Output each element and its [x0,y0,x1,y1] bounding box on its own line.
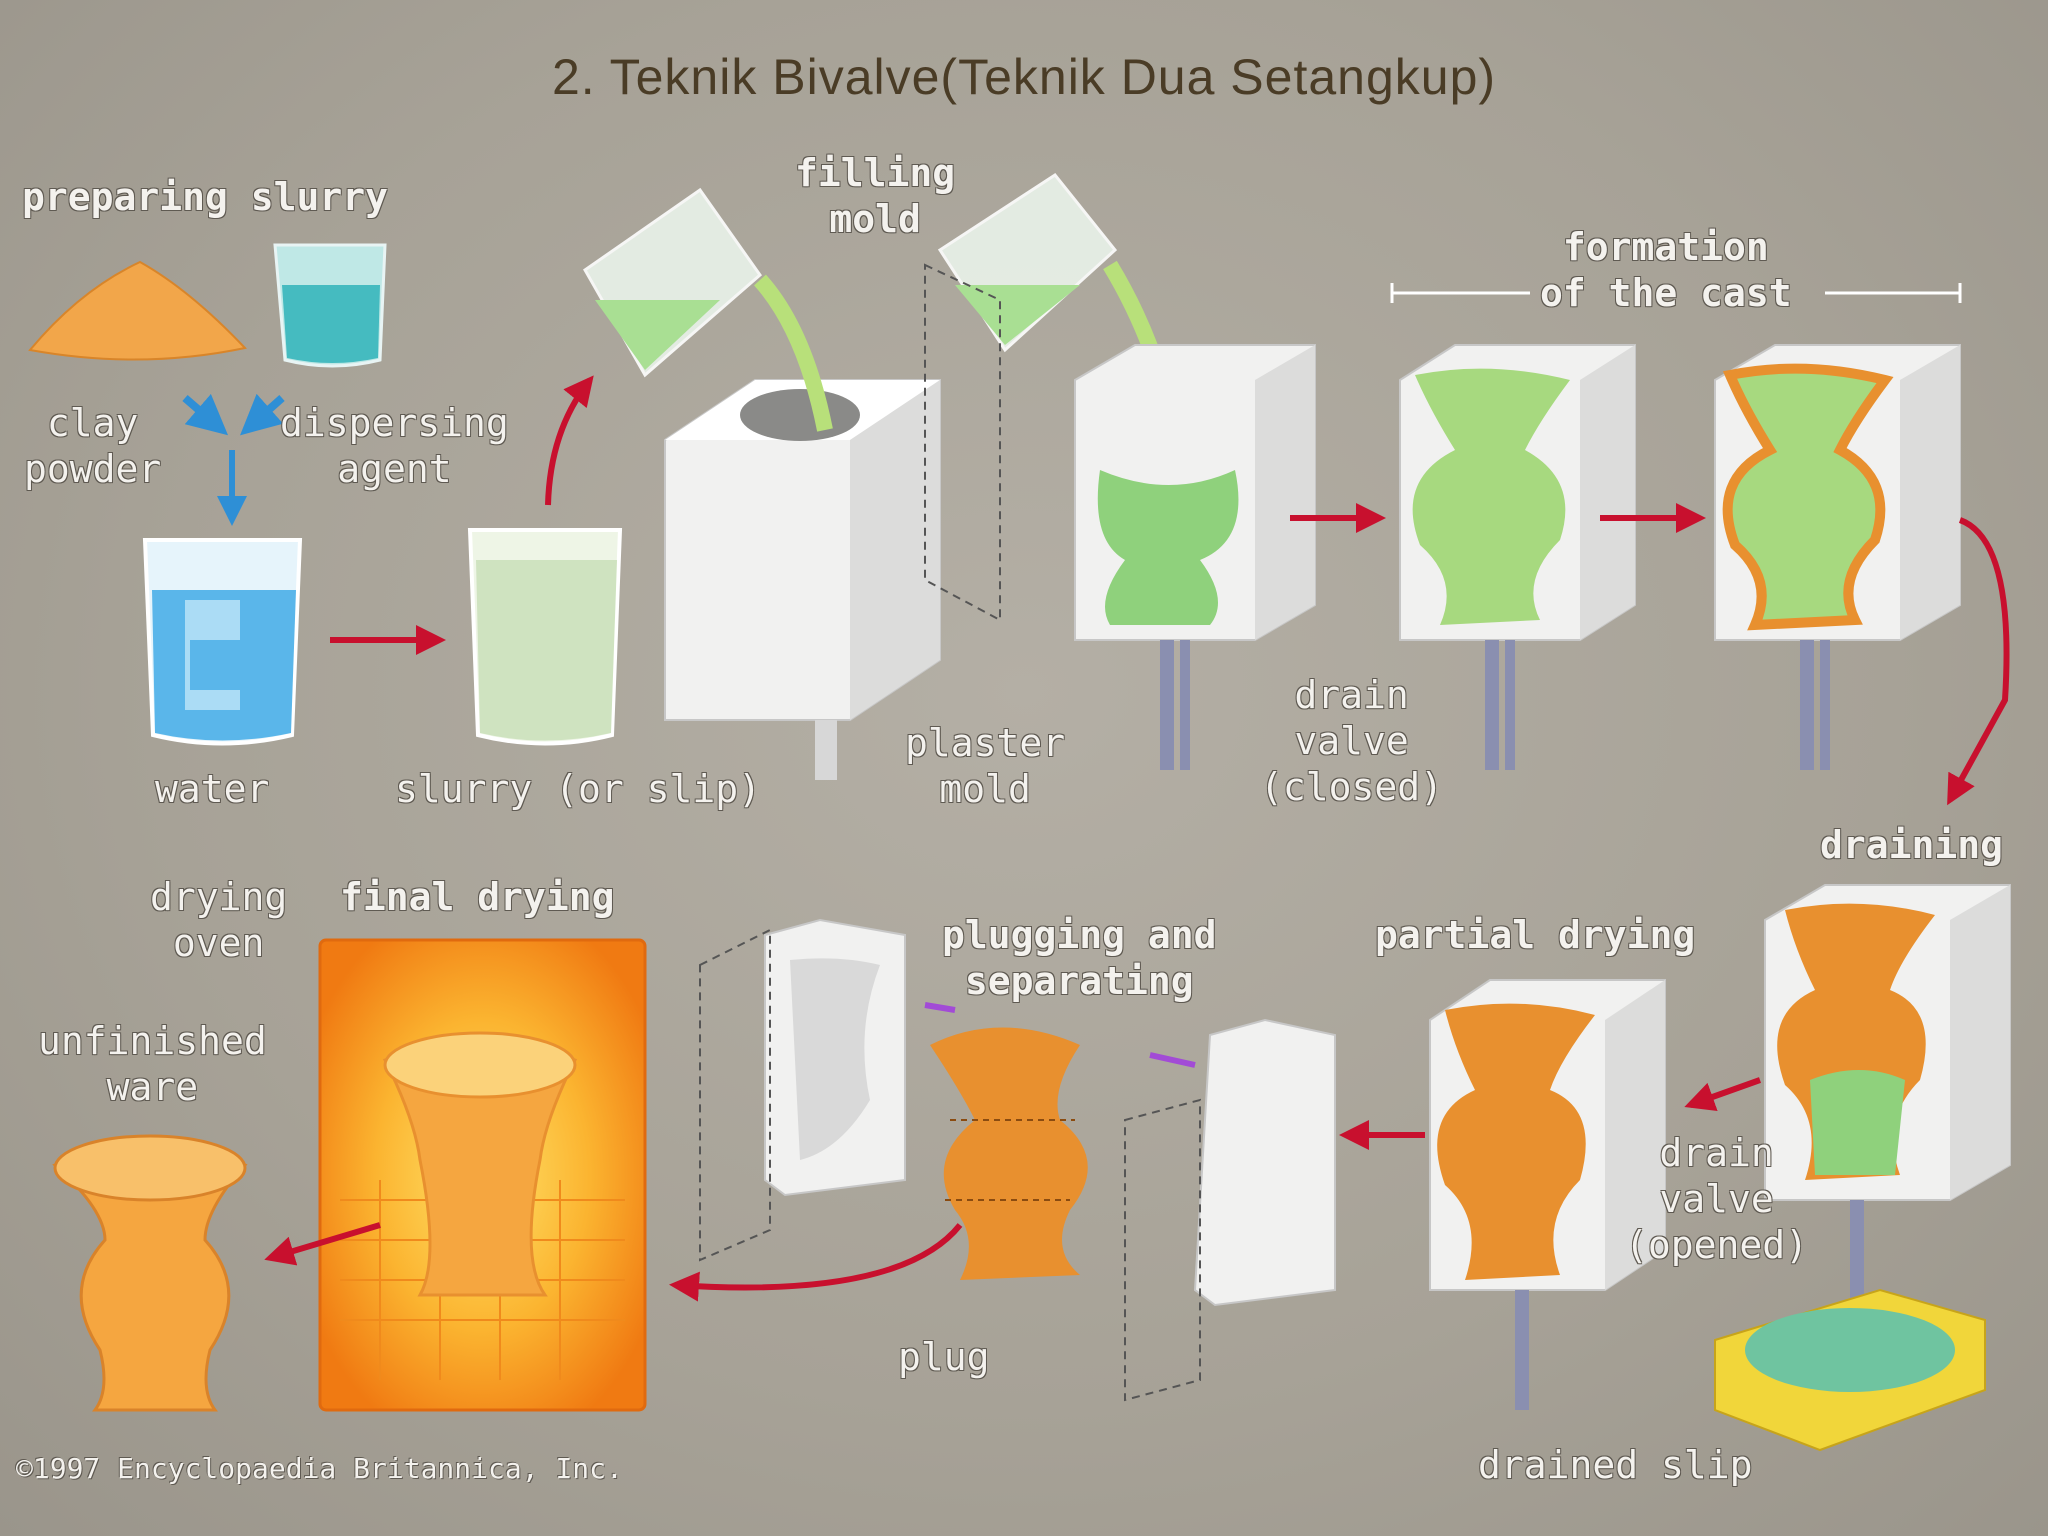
mold-cast-complete [1714,344,1961,770]
dashed-mold-outline [924,263,1001,622]
mold-partial-drying [1429,979,1666,1410]
label-plug: plug [898,1335,990,1379]
label-drain-valve-opened: drain valve (opened) [1625,1131,1809,1267]
separation-arrow-left [924,1002,956,1013]
mold-separated-right-half [1124,1018,1336,1402]
label-unfinished-ware: unfinished ware [38,1019,267,1109]
label-draining: draining [1820,823,2004,867]
label-partial-drying: partial drying [1375,913,1696,957]
label-drained-slip: drained slip [1478,1443,1753,1487]
clay-powder-pile [28,260,247,361]
label-dispersing-agent: dispersing agent [280,401,509,491]
mold-separated-left-half [699,918,906,1262]
formation-span-line [1390,283,1962,303]
slurry-beaker [467,528,623,746]
mold-draining [1764,884,2011,1330]
arrow-to-draining [1947,517,2010,806]
slide-title: 2. Teknik Bivalve(Teknik Dua Setangkup) [551,49,1497,105]
arrow-slurry-to-filling [545,375,594,506]
label-final-drying: final drying [340,875,615,919]
label-drain-valve-closed: drain valve (closed) [1260,673,1444,809]
merge-arrows [182,393,285,526]
mold-cast-formation [1399,344,1636,770]
label-plugging-and-separating: plugging and separating [942,913,1217,1003]
unfinished-ware-separating [930,1027,1088,1280]
plaster-mold-block [664,379,941,780]
label-clay-powder: clay powder [24,401,162,491]
label-filling-mold: filling mold [795,151,956,241]
mold-filling [1074,344,1316,770]
drained-slip-tray [1714,1288,1986,1452]
pouring-beaker-1 [583,187,833,432]
label-drying-oven: drying oven [150,875,288,965]
unfinished-ware-vase [52,1134,248,1412]
arrow-to-final-drying [669,1223,963,1302]
drying-oven [318,938,647,1412]
label-preparing-slurry: preparing slurry [22,175,389,219]
separation-arrow-right [1149,1052,1196,1068]
label-water: water [155,767,270,811]
arrow-to-unfinished-ware [264,1222,381,1266]
dispersing-agent-beaker [273,243,387,368]
water-beaker [142,538,303,746]
label-plaster-mold: plaster mold [905,721,1066,811]
label-slurry: slurry (or slip) [395,767,762,811]
arrow-to-partial-drying [1684,1077,1762,1112]
copyright-notice: ©1997 Encyclopaedia Britannica, Inc. [16,1452,623,1485]
label-formation-of-cast: formation of the cast [1540,225,1792,315]
